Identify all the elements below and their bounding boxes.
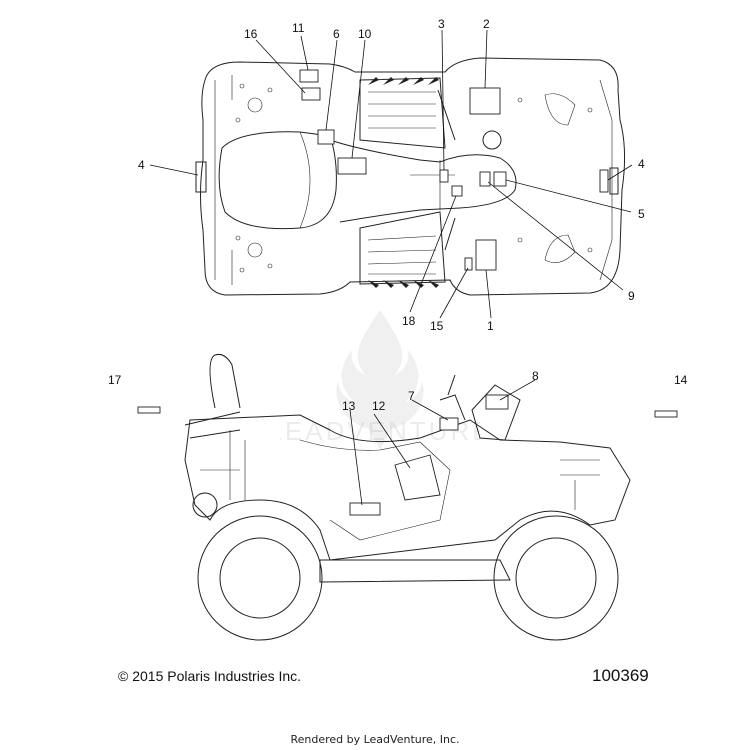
decal-18	[451, 185, 463, 197]
callout-5: 5	[638, 207, 645, 221]
callout-1: 1	[487, 319, 494, 333]
leadventure-watermark: LEADVENTURE	[280, 310, 480, 450]
callout-2: 2	[483, 17, 490, 31]
decal-6	[317, 129, 335, 145]
decal-3	[439, 169, 449, 183]
decal-2	[469, 87, 501, 115]
callout-7: 7	[408, 389, 415, 403]
callout-4-front: 4	[638, 157, 645, 171]
top-view-decals	[299, 69, 609, 271]
decal-13	[349, 502, 381, 516]
decal-9	[479, 171, 491, 187]
decal-11	[299, 69, 319, 83]
callout-17: 17	[108, 373, 122, 387]
decal-15	[464, 257, 473, 271]
callout-13: 13	[342, 399, 356, 413]
decal-7	[439, 417, 459, 431]
callout-10: 10	[358, 27, 372, 41]
callout-4-rear: 4	[138, 158, 145, 172]
callout-16: 16	[244, 27, 258, 41]
part-number: 100369	[592, 666, 649, 685]
decal-17	[137, 406, 161, 414]
callout-15: 15	[430, 319, 444, 333]
atv-side-view	[184, 354, 631, 641]
callout-12: 12	[372, 399, 386, 413]
callout-3: 3	[438, 17, 445, 31]
side-view-decals	[137, 394, 678, 516]
atv-top-view	[195, 57, 626, 296]
decal-12	[394, 454, 441, 501]
callout-18: 18	[402, 314, 416, 328]
callout-6: 6	[333, 27, 340, 41]
callout-8: 8	[532, 369, 539, 383]
decal-5	[493, 171, 507, 187]
callout-9: 9	[628, 289, 635, 303]
copyright-text: © 2015 Polaris Industries Inc.	[118, 668, 302, 684]
decal-10	[337, 157, 367, 175]
callout-14: 14	[674, 373, 688, 387]
decal-14	[654, 410, 678, 418]
leader-lines	[149, 29, 633, 506]
callout-numbers: 11 16 6 10 3 2 4 4 5 9 1 15 18 17 14 8 7…	[108, 17, 688, 413]
decal-16	[301, 87, 321, 101]
callout-11: 11	[292, 21, 305, 35]
decal-1	[475, 239, 497, 271]
rendered-by-text: Rendered by LeadVenture, Inc.	[290, 733, 460, 746]
decal-4-front	[599, 169, 609, 193]
